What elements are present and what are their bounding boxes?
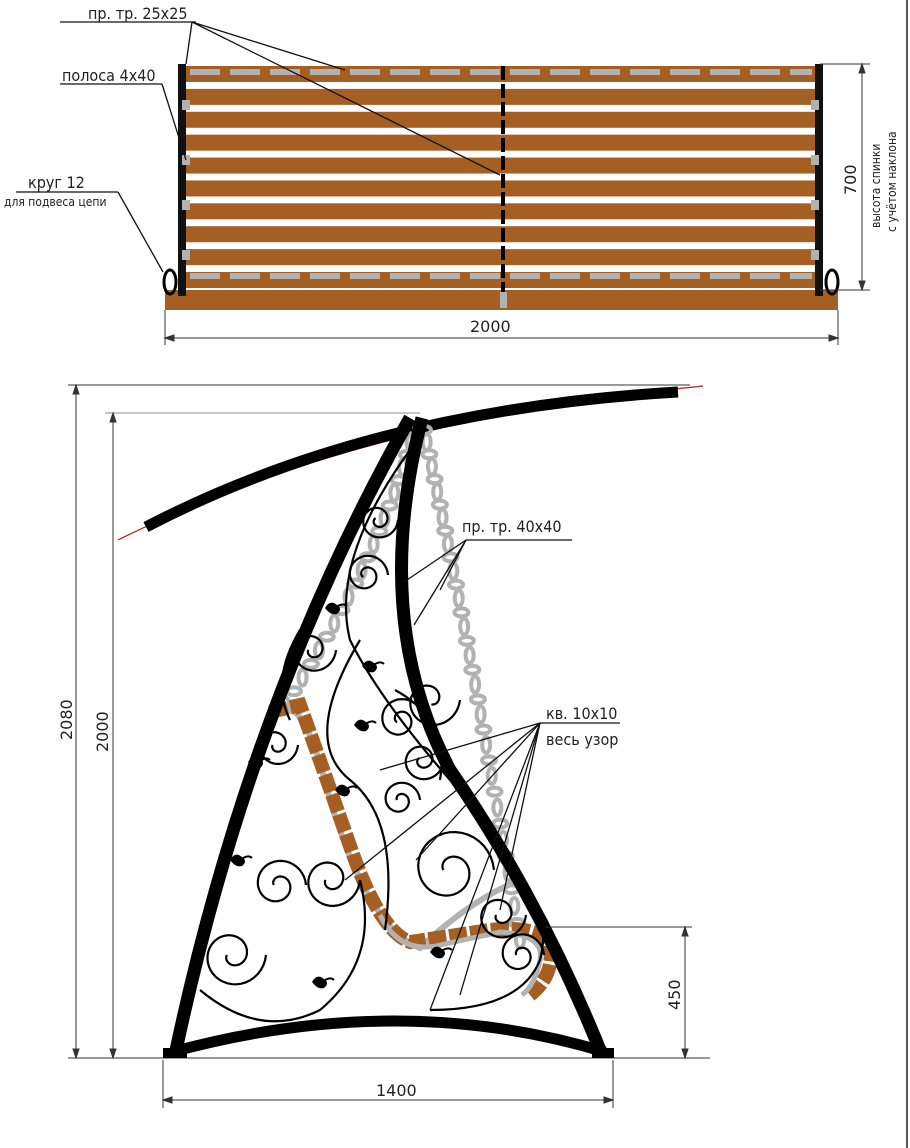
frame-center-leg [395,416,609,1058]
leaf-ornament-icon [325,602,348,615]
chain-link-icon [436,524,455,537]
chain-link-icon [420,448,439,461]
chain-link-icon [457,634,476,647]
chain-link-icon [425,473,444,486]
scroll-ornament-icon [480,898,528,939]
chain-link-icon [468,693,487,706]
label-back-height-1: высота спинки [869,144,883,228]
dim-base-value: 1400 [376,1081,417,1100]
dim-frame-height: 2000 [93,711,112,752]
chain-link-icon [469,674,482,695]
dim-height-value: 700 [841,164,860,195]
right-foot [592,1048,614,1058]
dimension-base-1400 [161,1060,615,1108]
scroll-ornament-icon [384,781,422,813]
scroll-ornament-icon [404,745,446,781]
chain-link-icon [430,498,449,511]
scroll-ornament-icon [501,933,546,971]
leaf-ornament-icon [312,976,335,989]
dim-width-value: 2000 [470,317,511,336]
leaf-ornament-icon [230,854,253,867]
dim-seat-height: 450 [665,979,684,1010]
chain-link-icon [452,606,471,619]
chain-link-icon [301,657,320,670]
right-chain-ring-icon [824,268,840,296]
chain-link-icon [441,533,454,554]
dimension-height-700 [820,62,870,292]
label-round-12-note: для подвеса цепи [4,195,106,209]
scroll-ornament-icon [348,554,390,590]
swing-side-view: 2080 2000 [57,383,710,1108]
scroll-ornament-icon [417,830,496,897]
chain-link-icon [474,704,487,725]
chain-link-icon [370,525,389,538]
leaf-ornament-icon [335,784,358,797]
chain-link-icon [463,645,476,666]
chain-link-icon [296,667,309,688]
right-side-frame [815,64,823,296]
leaf-ornaments [230,602,453,989]
dim-total-height: 2080 [57,699,76,740]
frame-base-arc [170,1015,607,1058]
chain-link-icon [480,734,493,755]
slat [186,180,816,197]
scroll-ornament-icon [307,861,362,908]
chain-link-icon [380,499,399,512]
label-square-10-note: весь узор [546,730,618,749]
chain-link-icon [367,534,380,555]
chain-link-icon [436,507,449,528]
leaf-ornament-icon [248,756,271,769]
scroll-ornament-icon [256,859,308,903]
seat-front-rail [377,913,543,997]
chain-link-icon [485,765,498,786]
roof-arc [143,386,679,532]
chain-link-icon [317,630,336,643]
label-strip-4x40: полоса 4х40 [62,66,156,85]
chain-link-icon [474,723,493,736]
dimension-width-2000 [163,310,840,345]
frame-left-leg [168,414,416,1057]
scroll-curve [199,879,367,1023]
scroll-ornament-icon [258,731,300,766]
leader-lines-side [344,539,620,1011]
chain-link-icon [342,586,355,607]
scroll-curve [344,449,451,781]
scroll-curve [326,639,390,931]
chain-link-icon [355,560,368,581]
right-frame-ties [811,100,819,260]
leader-lines-top [16,21,501,273]
chain-link-icon [463,663,482,676]
left-side-frame [178,64,186,296]
scroll-ornament-icon [293,634,338,672]
left-chain-ring-icon [162,268,178,296]
scroll-ornament-icon [206,934,268,986]
chain-link-icon [452,588,465,609]
label-square-10: кв. 10х10 [546,704,617,723]
chain-link-icon [425,456,438,477]
chain-link-icon [447,578,466,591]
bench-panel-view: пр. тр. 25х25 полоса 4х40 круг 12 для по… [4,4,899,345]
scroll-ornament-icon [362,506,400,539]
slat [186,111,816,128]
chain-link-icon [491,797,504,818]
left-foot [163,1048,187,1058]
label-pipe-25: пр. тр. 25х25 [88,4,188,23]
leaf-ornament-icon [362,660,385,673]
leaf-ornament-icon [354,719,377,732]
dimension-seat-450 [545,925,692,1060]
label-round-12: круг 12 [28,173,85,192]
chain-link-icon [458,616,471,637]
leaf-ornament-icon [430,946,453,959]
label-back-height-2: с учётом наклона [885,131,899,232]
center-post-base [500,292,507,308]
chain-link-icon [485,785,504,798]
label-pipe-40: пр. тр. 40х40 [462,517,562,536]
chain-link-icon [431,481,444,502]
chain-link-icon [328,613,341,634]
chain-link-icon [388,482,401,503]
